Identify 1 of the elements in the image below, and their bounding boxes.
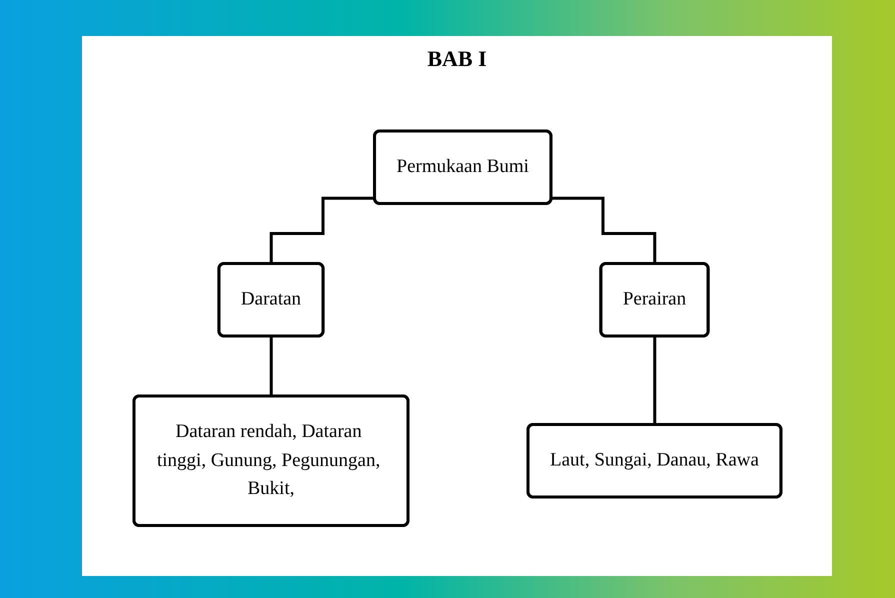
diagram-title: BAB I [427, 46, 487, 72]
